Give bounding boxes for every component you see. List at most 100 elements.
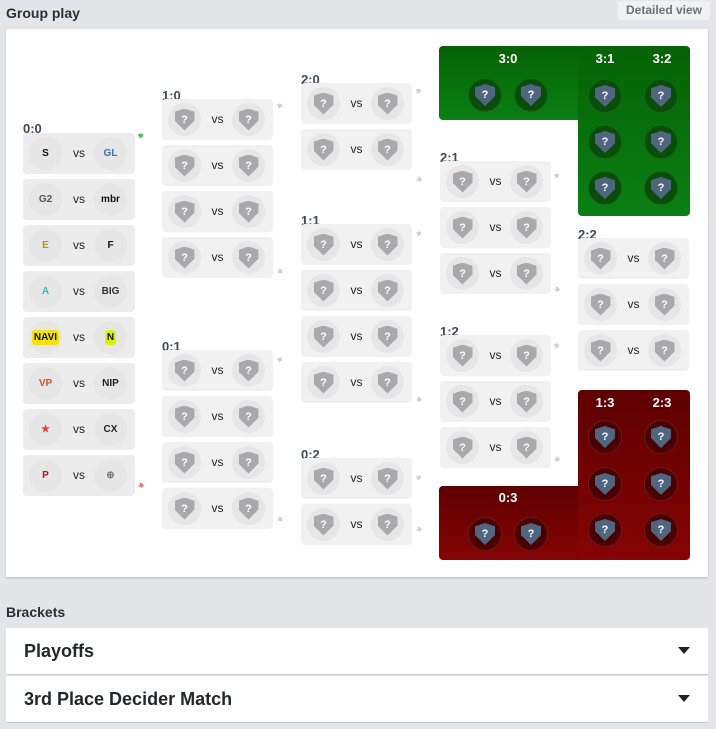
tbd-logo: ?	[371, 508, 404, 541]
team-slot: ?	[588, 171, 622, 205]
match-card[interactable]: ?vs?	[162, 350, 273, 391]
advanced-zone	[439, 46, 584, 120]
match-card[interactable]: ?vs?	[162, 442, 273, 483]
unknown-team-shield-icon: ?	[595, 473, 615, 495]
tbd-logo: ?	[232, 241, 265, 274]
astralis-logo: ★	[29, 413, 62, 446]
match-card[interactable]: ?vs?	[162, 488, 273, 529]
tbd-logo: ?	[371, 228, 404, 261]
match-card[interactable]: ?vs?	[440, 161, 551, 202]
unknown-team-shield-icon: ?	[654, 339, 675, 362]
match-card[interactable]: ?vs?	[578, 330, 689, 371]
unknown-team-shield-icon: ?	[377, 513, 398, 536]
accordion-label: 3rd Place Decider Match	[24, 689, 233, 709]
connector-arrow-icon: ›››	[136, 479, 145, 491]
tbd-logo: ?	[648, 242, 681, 275]
match-card[interactable]: ?vs?	[162, 145, 273, 186]
vs-label: vs	[211, 204, 224, 218]
connector-arrow-icon: ›››	[413, 472, 422, 485]
match-card[interactable]: ?vs?	[440, 427, 551, 468]
match-card[interactable]: ?vs?	[578, 238, 689, 279]
unknown-team-shield-icon: ?	[654, 293, 675, 316]
caret-down-icon	[678, 695, 690, 702]
match-card[interactable]: ?vs?	[301, 362, 412, 403]
tbd-logo: ?	[168, 354, 201, 387]
team-slot: ?	[644, 125, 678, 159]
match-card[interactable]: ?vs?	[162, 191, 273, 232]
imperial-logo-icon: ⊕	[106, 470, 115, 481]
vs-label: vs	[350, 283, 363, 297]
match-card[interactable]: ?vs?	[301, 504, 412, 545]
vs-label: vs	[489, 220, 502, 234]
match-card[interactable]: ?vs?	[301, 270, 412, 311]
team-slot: ?	[588, 513, 622, 547]
unknown-team-shield-icon: ?	[651, 473, 671, 495]
tbd-logo: ?	[510, 211, 543, 244]
match-card[interactable]: ?vs?	[301, 224, 412, 265]
imperial-logo: ⊕	[94, 459, 127, 492]
match-card[interactable]: ?vs?	[301, 129, 412, 170]
match-card[interactable]: ?vs?	[301, 83, 412, 124]
unknown-team-shield-icon: ?	[313, 371, 334, 394]
team-slot: ?	[644, 420, 678, 454]
tbd-logo: ?	[446, 257, 479, 290]
accordion-playoffs[interactable]: Playoffs	[6, 628, 708, 675]
tbd-logo: ?	[584, 242, 617, 275]
tbd-logo: ?	[168, 195, 201, 228]
vs-label: vs	[350, 471, 363, 485]
match-card[interactable]: ?vs?	[301, 458, 412, 499]
g2-logo-icon: G2	[38, 194, 53, 205]
connector-arrow-icon: ›››	[274, 100, 283, 113]
match-card[interactable]: ?vs?	[440, 253, 551, 294]
detailed-view-button[interactable]: Detailed view	[618, 1, 710, 20]
nip-logo-icon: NIP	[102, 378, 119, 389]
unknown-team-shield-icon: ?	[313, 467, 334, 490]
unknown-team-shield-icon: ?	[377, 138, 398, 161]
match-card[interactable]: ?vs?	[162, 99, 273, 140]
vs-label: vs	[211, 409, 224, 423]
g2-logo: G2	[29, 183, 62, 216]
match-card[interactable]: ?vs?	[440, 207, 551, 248]
vs-label: vs	[489, 266, 502, 280]
accordion-3rd-place[interactable]: 3rd Place Decider Match	[6, 676, 708, 723]
team-slot: ?	[644, 171, 678, 205]
unknown-team-shield-icon: ?	[174, 200, 195, 223]
unknown-team-shield-icon: ?	[654, 247, 675, 270]
match-card[interactable]: ?vs?	[162, 396, 273, 437]
connector-arrow-icon: ›››	[413, 228, 422, 241]
connector-arrow-icon: ›››	[552, 453, 561, 465]
connector-arrow-icon: ›››	[274, 354, 283, 367]
pain-logo: P	[29, 459, 62, 492]
unknown-team-shield-icon: ?	[516, 216, 537, 239]
unknown-team-shield-icon: ?	[521, 523, 541, 545]
team-slot: ?	[644, 513, 678, 547]
match-card[interactable]: ?vs?	[162, 237, 273, 278]
vs-label: vs	[73, 284, 85, 298]
connector-arrow-icon: ›››	[275, 513, 284, 525]
tbd-logo: ?	[510, 339, 543, 372]
match-card[interactable]: ?vs?	[440, 381, 551, 422]
match-card[interactable]: ?vs?	[440, 335, 551, 376]
match-card[interactable]: ?vs?	[301, 316, 412, 357]
tbd-logo: ?	[232, 103, 265, 136]
unknown-team-shield-icon: ?	[651, 131, 671, 153]
vs-label: vs	[73, 238, 85, 252]
unknown-team-shield-icon: ?	[595, 177, 615, 199]
vs-label: vs	[350, 517, 363, 531]
match-card[interactable]: ?vs?	[578, 284, 689, 325]
connector-arrow-icon: ›››	[135, 130, 144, 143]
navi-logo: NAVI	[29, 321, 62, 354]
unknown-team-shield-icon: ?	[377, 371, 398, 394]
vs-label: vs	[211, 250, 224, 264]
tbd-logo: ?	[168, 492, 201, 525]
tbd-logo: ?	[371, 274, 404, 307]
tbd-logo: ?	[510, 431, 543, 464]
